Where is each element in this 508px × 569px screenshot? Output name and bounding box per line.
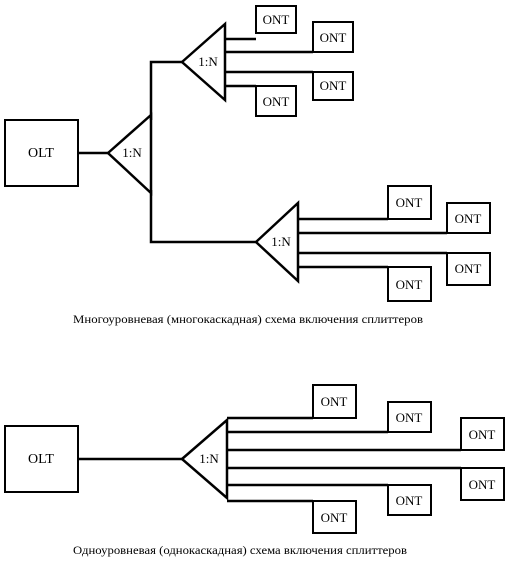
ont-box [460, 417, 505, 451]
ont-box [387, 401, 432, 433]
single-level-scheme: OLT 1:N ONT ONT ONT ONT ONT ONT Одноуров… [4, 384, 505, 557]
ont-label: ONT [455, 211, 482, 226]
ont-label: ONT [321, 510, 348, 525]
ont-box [446, 202, 491, 234]
multi-level-caption: Многоуровневая (многокаскадная) схема вк… [73, 312, 423, 326]
ont-box [312, 384, 357, 419]
ont-label: ONT [321, 394, 348, 409]
ont-box [255, 85, 297, 117]
ont-box [387, 185, 432, 220]
ont-box [387, 484, 432, 516]
single-splitter [180, 417, 229, 501]
ont-box [387, 266, 432, 302]
ont-box [312, 71, 354, 101]
ont-label: ONT [455, 261, 482, 276]
lower-splitter [254, 200, 300, 284]
olt-label: OLT [28, 452, 54, 467]
ont-label: ONT [320, 78, 347, 93]
upper-splitter [180, 21, 227, 103]
branch-lower-link [149, 190, 256, 244]
single-level-caption: Одноуровневая (однокаскадная) схема вклю… [73, 543, 407, 557]
olt-label: OLT [28, 146, 54, 161]
upper-splitter-label: 1:N [198, 54, 218, 69]
ont-box [312, 500, 357, 534]
ont-label: ONT [263, 94, 290, 109]
ont-label: ONT [396, 493, 423, 508]
ont-label: ONT [469, 477, 496, 492]
root-splitter-label: 1:N [122, 145, 142, 160]
ont-label: ONT [396, 195, 423, 210]
ont-box [446, 252, 491, 286]
ont-box [255, 5, 297, 34]
root-splitter [106, 112, 153, 196]
single-splitter-label: 1:N [199, 451, 219, 466]
ont-box [460, 467, 505, 501]
lower-splitter-label: 1:N [271, 234, 291, 249]
ont-label: ONT [396, 410, 423, 425]
branch-upper-link [149, 60, 182, 120]
ont-label: ONT [469, 427, 496, 442]
multi-level-scheme: OLT 1:N 1:N ONT ONT ONT ONT 1:N [4, 5, 491, 326]
ont-box [312, 21, 354, 53]
ont-label: ONT [320, 30, 347, 45]
ont-label: ONT [396, 277, 423, 292]
olt-box [4, 119, 79, 187]
ont-label: ONT [263, 12, 290, 27]
